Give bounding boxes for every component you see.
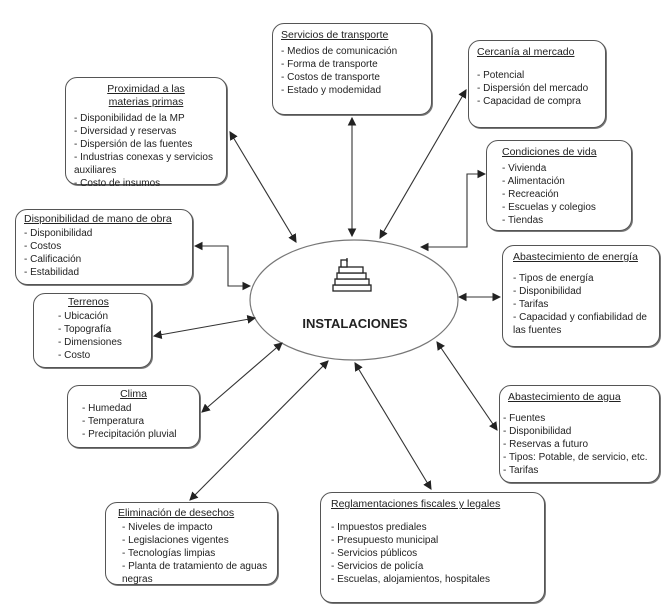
- arrow-agua: [436, 341, 498, 431]
- list-item: Temperatura: [82, 415, 199, 428]
- list-item: Tecnologías limpias: [122, 547, 269, 560]
- list-item: Disponibilidad de la MP: [74, 112, 218, 125]
- box-abastecimiento-energia: Abastecimiento de energía Tipos de energ…: [502, 245, 660, 347]
- box-cercania-mercado: Cercanía al mercado PotencialDispersión …: [468, 40, 606, 128]
- building-stairs-icon: [332, 258, 372, 292]
- list-item: Tipos de energía: [513, 272, 651, 285]
- arrow-terrenos: [152, 315, 257, 339]
- center-label: INSTALACIONES: [302, 316, 408, 331]
- list-item: Ubicación: [58, 310, 151, 323]
- list-item: Reservas a futuro: [503, 438, 651, 451]
- list-item: Escuelas, alojamientos, hospitales: [331, 573, 536, 586]
- list-item: Capacidad y confiabilidad de las fuentes: [513, 311, 651, 337]
- list-item: Vivienda: [502, 162, 623, 175]
- list-item: Topografía: [58, 323, 151, 336]
- list-item: Potencial: [477, 69, 597, 82]
- list-item: Precipitación pluvial: [82, 428, 199, 441]
- list-item: Diversidad y reservas: [74, 125, 218, 138]
- list-item: Planta de tratamiento de aguas negras: [122, 560, 269, 586]
- box-title: Disponibilidad de mano de obra: [24, 213, 172, 225]
- box-title: Abastecimiento de energía: [513, 251, 638, 263]
- list-item: Tarifas: [513, 298, 651, 311]
- arrow-mano-obra: [193, 241, 252, 291]
- arrow-proximidad: [229, 131, 297, 243]
- list-item: Tiendas: [502, 214, 623, 227]
- box-mano-de-obra: Disponibilidad de mano de obra Disponibi…: [15, 209, 193, 285]
- list-item: Industrias conexas y servicios auxiliare…: [74, 151, 218, 177]
- box-eliminacion-desechos: Eliminación de desechos Niveles de impac…: [105, 502, 278, 585]
- box-abastecimiento-agua: Abastecimiento de agua FuentesDisponibil…: [499, 385, 660, 483]
- box-proximidad-materias-primas: Proximidad a las materias primas Disponi…: [65, 77, 227, 189]
- list-item: Dimensiones: [58, 336, 151, 349]
- arrow-reglamentaciones: [354, 362, 432, 490]
- list-item: Costos: [24, 240, 184, 253]
- list-item: Presupuesto municipal: [331, 534, 536, 547]
- list-item: Disponibilidad: [24, 227, 184, 240]
- box-reglamentaciones: Reglamentaciones fiscales y legales Impu…: [320, 492, 545, 603]
- box-title: Proximidad a las materias primas: [107, 83, 185, 108]
- list-item: Impuestos prediales: [331, 521, 536, 534]
- list-item: Costos de transporte: [281, 71, 423, 84]
- arrow-mercado: [379, 89, 467, 239]
- list-item: Costo: [58, 349, 151, 362]
- list-item: Tipos: Potable, de servicio, etc.: [503, 451, 651, 464]
- arrow-desechos: [189, 360, 329, 501]
- box-terrenos: Terrenos UbicaciónTopografíaDimensionesC…: [33, 293, 152, 368]
- list-item: Legislaciones vigentes: [122, 534, 269, 547]
- box-title: Cercanía al mercado: [477, 46, 575, 58]
- list-item: Tarifas: [503, 464, 651, 477]
- list-item: Costo de insumos: [74, 177, 218, 190]
- list-item: Medios de comunicación: [281, 45, 423, 58]
- list-item: Fuentes: [503, 412, 651, 425]
- box-title: Abastecimiento de agua: [508, 391, 621, 403]
- box-title: Clima: [120, 388, 147, 400]
- list-item: Estado y modemidad: [281, 84, 423, 97]
- box-title: Terrenos: [68, 296, 109, 308]
- arrow-vida: [419, 169, 487, 252]
- box-title: Servicios de transporte: [281, 29, 389, 41]
- list-item: Servicios públicos: [331, 547, 536, 560]
- list-item: Disponibilidad: [503, 425, 651, 438]
- box-title: Eliminación de desechos: [118, 507, 235, 519]
- arrow-clima: [201, 342, 283, 413]
- box-clima: Clima HumedadTemperaturaPrecipitación pl…: [67, 385, 200, 448]
- list-item: Calificación: [24, 253, 184, 266]
- list-item: Forma de transporte: [281, 58, 423, 71]
- list-item: Disponibilidad: [513, 285, 651, 298]
- box-title: Condiciones de vida: [502, 146, 597, 158]
- box-title: Reglamentaciones fiscales y legales: [331, 498, 501, 510]
- box-servicios-transporte: Servicios de transporte Medios de comuni…: [272, 23, 432, 115]
- list-item: Niveles de impacto: [122, 521, 269, 534]
- center-ellipse: [249, 239, 459, 361]
- list-item: Humedad: [82, 402, 199, 415]
- list-item: Estabilidad: [24, 266, 184, 279]
- list-item: Recreación: [502, 188, 623, 201]
- list-item: Alimentación: [502, 175, 623, 188]
- list-item: Dispersión del mercado: [477, 82, 597, 95]
- list-item: Capacidad de compra: [477, 95, 597, 108]
- list-item: Servicios de policía: [331, 560, 536, 573]
- box-condiciones-vida: Condiciones de vida ViviendaAlimentación…: [486, 140, 632, 231]
- list-item: Escuelas y colegios: [502, 201, 623, 214]
- list-item: Dispersión de las fuentes: [74, 138, 218, 151]
